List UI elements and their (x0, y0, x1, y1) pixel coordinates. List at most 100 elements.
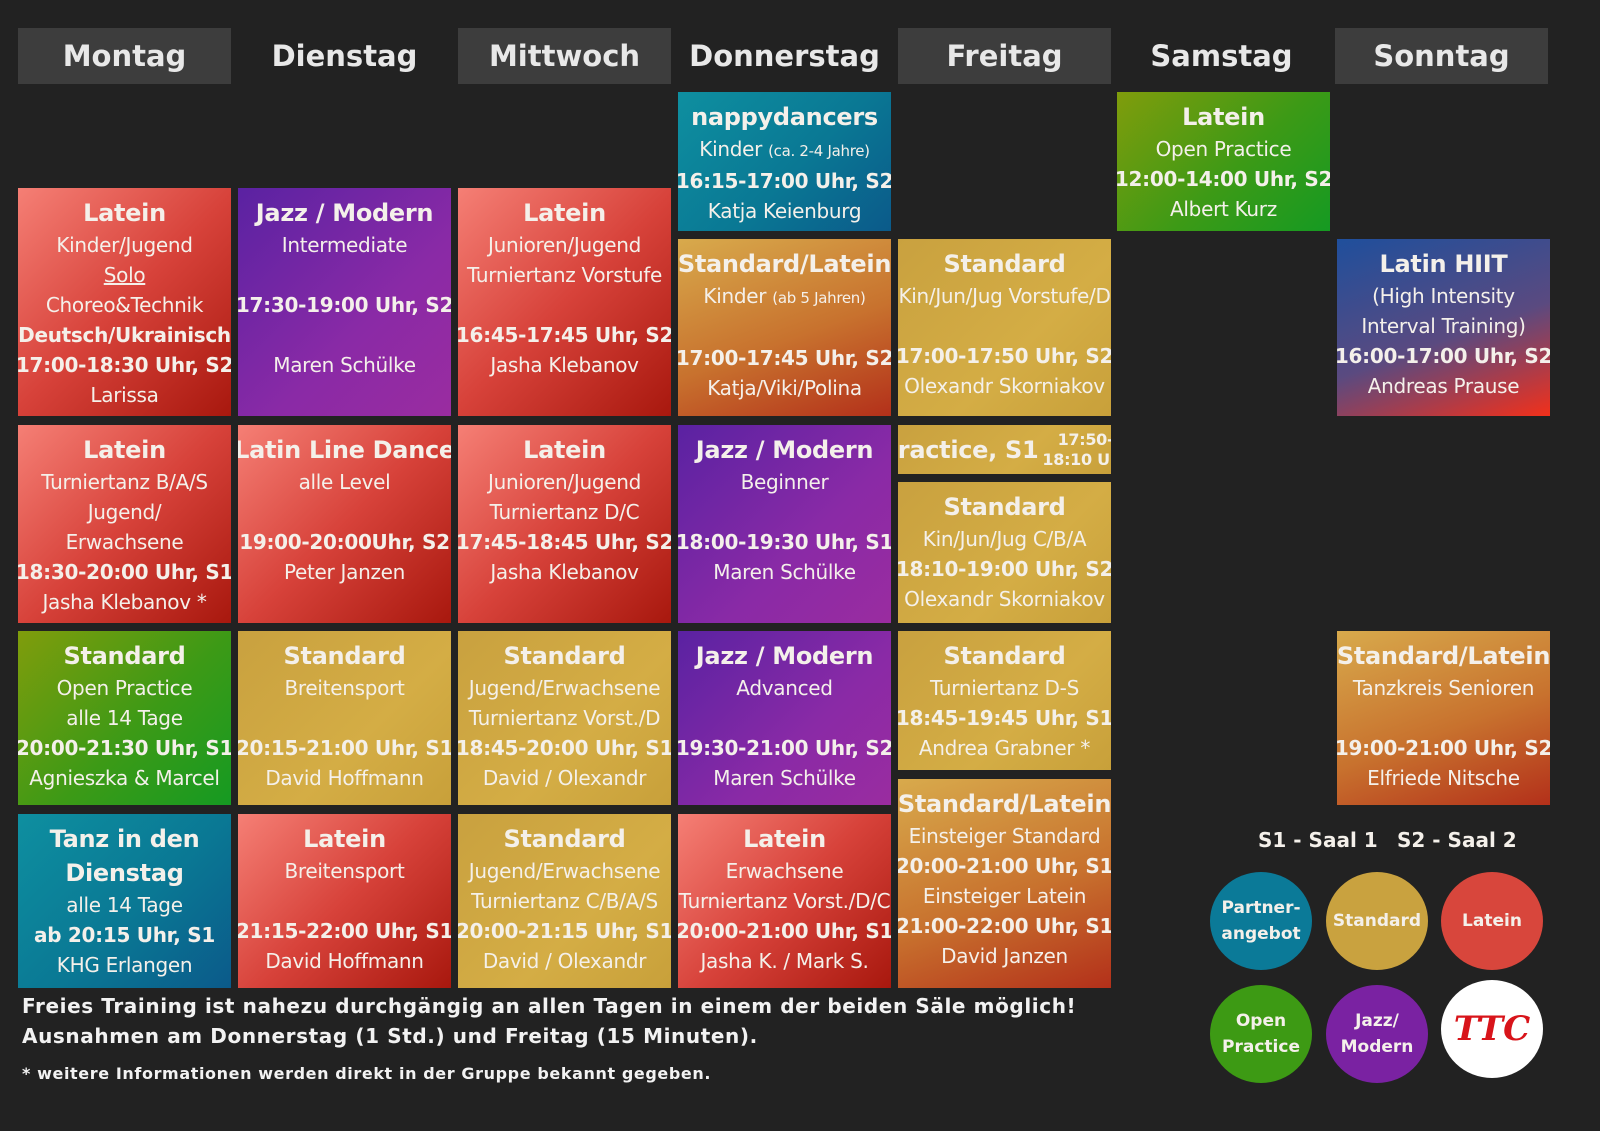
line-text: Agnieszka & Marcel (29, 766, 220, 790)
class-detail: 20:00-21:30 Uhr, S1 (18, 733, 231, 763)
class-detail: Dienstag (65, 856, 184, 890)
class-detail: Einsteiger Latein (923, 881, 1087, 911)
line-text: 19:30-21:00 Uhr, S2 (678, 736, 891, 760)
line-text: Latein (1182, 103, 1265, 131)
line-text: Andrea Grabner * (918, 736, 1091, 760)
line-text: Deutsch/Ukrainisch (18, 323, 231, 347)
class-detail: Deutsch/Ukrainisch (18, 320, 231, 350)
line-text: 19:00-21:00 Uhr, S2 (1337, 736, 1550, 760)
day-header-freitag: Freitag (898, 28, 1111, 84)
line-text: 20:00-21:00 Uhr, S1 (678, 919, 891, 943)
legend-label: Jazz/ Modern (1340, 1011, 1414, 1057)
line-text: Elfriede Nitsche (1367, 766, 1520, 790)
line-text: 17:30-19:00 Uhr, S2 (238, 293, 451, 317)
class-detail: 18:00-19:30 Uhr, S1 (678, 527, 891, 557)
class-detail: Maren Schülke (713, 763, 856, 793)
class-title: Jazz / Modern (695, 639, 874, 673)
class-detail: Andrea Grabner * (919, 733, 1090, 763)
class-detail: Jasha K. / Mark S. (700, 946, 868, 976)
class-title: Standard/Latein (898, 787, 1111, 821)
line-text: Latein (523, 199, 606, 227)
line-text: Open Practice (56, 676, 193, 700)
class-detail: Erwachsene (726, 856, 844, 886)
line-text: Breitensport (284, 859, 405, 883)
legend-label: Open Practice (1222, 1011, 1300, 1057)
class-title: Latein (1182, 100, 1265, 134)
class-title: Standard (63, 639, 185, 673)
line-note: (ab 5 Jahren) (772, 289, 866, 307)
class-title: Jazz / Modern (696, 433, 874, 467)
class-detail: Jasha Klebanov (490, 350, 639, 380)
line-text: Erwachsene (65, 530, 184, 554)
class-detail: Kinder/Jugend (56, 230, 193, 260)
line-text: Jugend/ (87, 500, 162, 524)
class-detail: Katja/Viki/Polina (707, 373, 862, 403)
class-detail: 21:00-22:00 Uhr, S1 (898, 911, 1111, 941)
class-title: Standard (283, 639, 405, 673)
line-text: Katja/Viki/Polina (707, 376, 862, 400)
line-text: Andreas Prause (1367, 374, 1520, 398)
line-text: Dienstag (65, 859, 184, 887)
line-text: Kin/Jun/Jug C/B/A (922, 527, 1087, 551)
class-detail: 16:00-17:00 Uhr, S2 (1337, 341, 1550, 371)
line-text: Jazz / Modern (695, 642, 874, 670)
class-detail: Kin/Jun/Jug Vorstufe/D (898, 281, 1110, 311)
class-detail (781, 703, 787, 733)
class-detail: Turniertanz D/C (490, 497, 640, 527)
class-detail: alle Level (299, 467, 391, 497)
class-title: Standard (503, 639, 625, 673)
line-text: Jasha K. / Mark S. (700, 949, 869, 973)
class-detail: Olexandr Skorniakov (904, 371, 1105, 401)
line-text: Latin Line Dance (238, 436, 451, 464)
class-detail: 17:00-18:30 Uhr, S2 (18, 350, 231, 380)
line-text: 20:15-21:00 Uhr, S1 (238, 736, 451, 760)
line-text: 21:15-22:00 Uhr, S1 (238, 919, 451, 943)
class-detail: Turniertanz Vorst./D (469, 703, 661, 733)
legend-label: Latein (1462, 911, 1522, 931)
class-detail: Erwachsene (66, 527, 184, 557)
class-detail: 12:00-14:00 Uhr, S2 (1117, 164, 1330, 194)
class-detail: 18:10 Uhr (1042, 450, 1111, 470)
line-text: Erwachsene (725, 859, 844, 883)
class-detail: Open Practice (1156, 134, 1292, 164)
line-text: KHG Erlangen (56, 953, 193, 977)
class-detail: 17:00-17:50 Uhr, S2 (898, 341, 1111, 371)
class-detail: 21:15-22:00 Uhr, S1 (238, 916, 451, 946)
day-header-sonntag: Sonntag (1335, 28, 1548, 84)
class-title: Latein (523, 196, 606, 230)
class-detail: alle 14 Tage (66, 703, 183, 733)
day-header-dienstag: Dienstag (271, 39, 418, 73)
line-text: 18:45-19:45 Uhr, S1 (898, 706, 1111, 730)
class-detail: Turniertanz C/B/A/S (471, 886, 658, 916)
class-detail: Andreas Prause (1368, 371, 1520, 401)
class-detail: Maren Schülke (713, 557, 856, 587)
class-detail: Breitensport (284, 856, 404, 886)
class-title: Latein (83, 433, 166, 467)
class-detail: 20:00-21:00 Uhr, S1 (898, 851, 1111, 881)
line-text: Turniertanz D-S (930, 676, 1079, 700)
line-text: Jasha Klebanov * (42, 590, 207, 614)
footer-line-1: Freies Training ist nahezu durchgängig a… (22, 994, 1077, 1018)
class-detail: 17:00-17:45 Uhr, S2 (678, 343, 891, 373)
line-text: David / Olexandr (482, 949, 647, 973)
class-detail: 17:50- (1042, 430, 1111, 450)
line-text: Kinder (703, 284, 767, 308)
line-text: Standard (943, 642, 1066, 670)
class-detail (341, 260, 347, 290)
line-text: 17:00-17:45 Uhr, S2 (678, 346, 891, 370)
line-text: alle Level (298, 470, 391, 494)
class-detail: Solo (104, 260, 146, 290)
line-text: ab 20:15 Uhr, S1 (34, 923, 215, 947)
class-detail: David Hoffmann (265, 946, 424, 976)
class-detail: 20:00-21:00 Uhr, S1 (678, 916, 891, 946)
class-detail: Intermediate (282, 230, 408, 260)
line-text: Latein (303, 825, 386, 853)
line-text: Breitensport (284, 676, 405, 700)
class-detail: David Janzen (941, 941, 1068, 971)
